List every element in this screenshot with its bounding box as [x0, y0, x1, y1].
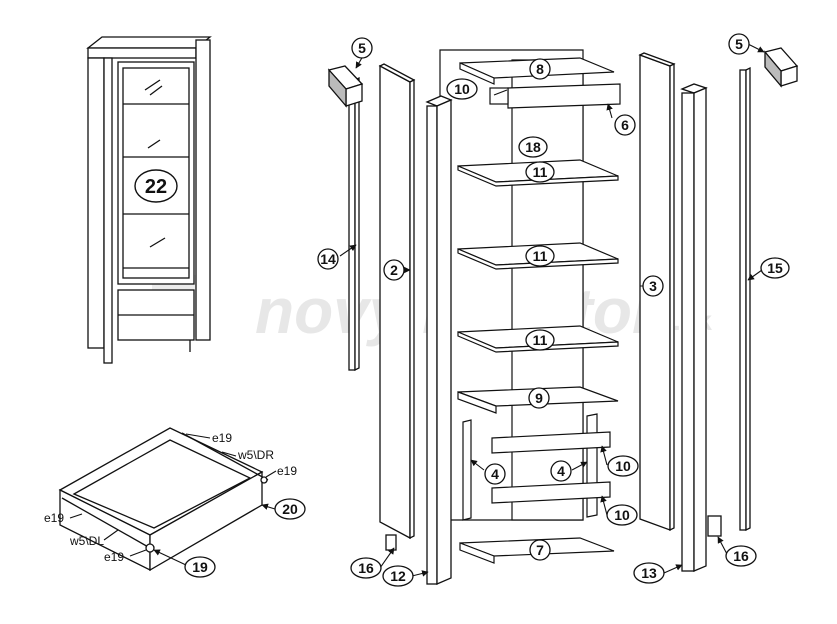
- callout-6: 6: [614, 114, 636, 136]
- callout-11-a: 11: [525, 161, 555, 183]
- callout-5-left: 5: [351, 37, 373, 59]
- callout-11-c: 11: [525, 329, 555, 351]
- label-16-left: 16: [358, 560, 374, 576]
- callout-15: 15: [760, 257, 790, 279]
- callout-9: 9: [528, 387, 550, 409]
- hardware-w5dr: w5\DR: [237, 448, 274, 462]
- callout-16-right: 16: [725, 545, 757, 567]
- callout-5-right: 5: [728, 33, 750, 55]
- pillar-13: [680, 83, 708, 572]
- label-15: 15: [767, 260, 783, 276]
- label-11-c: 11: [533, 332, 548, 348]
- callout-11-b: 11: [525, 245, 555, 267]
- callout-14: 14: [317, 248, 339, 270]
- callout-12: 12: [382, 565, 414, 587]
- callout-22: 22: [134, 169, 178, 203]
- cap-5-left: [327, 65, 364, 108]
- pillar-12: [425, 95, 453, 585]
- callout-10-top: 10: [446, 78, 478, 100]
- callout-20: 20: [274, 498, 306, 520]
- side-panel-3: [638, 52, 676, 532]
- hardware-w5dl: w5\DL: [69, 534, 104, 548]
- label-10-low: 10: [614, 507, 630, 523]
- assembled-cabinet: [86, 36, 212, 364]
- label-10-top: 10: [454, 81, 470, 97]
- label-8: 8: [536, 61, 544, 77]
- label-5-right: 5: [735, 36, 743, 52]
- callout-3: 3: [642, 275, 664, 297]
- label-20: 20: [282, 501, 298, 517]
- label-18: 18: [525, 139, 541, 155]
- callout-4-right: 4: [550, 460, 572, 482]
- callout-16-left: 16: [350, 557, 382, 579]
- callout-13: 13: [633, 562, 665, 584]
- hardware-e19-a: e19: [212, 431, 232, 445]
- callout-2: 2: [383, 259, 405, 281]
- foot-16-left: [385, 534, 397, 551]
- label-3: 3: [649, 278, 657, 294]
- label-11-a: 11: [533, 164, 548, 180]
- side-panel-2: [378, 63, 416, 540]
- label-9: 9: [535, 390, 543, 406]
- callout-10-mid: 10: [607, 455, 639, 477]
- label-6: 6: [621, 117, 629, 133]
- callout-7: 7: [529, 539, 551, 561]
- label-14: 14: [320, 251, 336, 267]
- callouts: 5 5 8 10 6 18 11 11 11 9 14 2 3 15 4 4 1…: [184, 33, 790, 587]
- hardware-e19-c: e19: [44, 511, 64, 525]
- label-22: 22: [145, 176, 167, 198]
- label-10-mid: 10: [615, 458, 631, 474]
- label-7: 7: [536, 542, 544, 558]
- leader-lines: [69, 43, 765, 577]
- hardware-e19-b: e19: [277, 464, 297, 478]
- callout-18: 18: [518, 136, 548, 158]
- hardware-e19-d: e19: [104, 550, 124, 564]
- label-16-right: 16: [733, 548, 749, 564]
- rail-6: [489, 83, 621, 109]
- hardware-labels: e19 w5\DR e19 e19 w5\DL e19: [44, 431, 297, 564]
- callout-19: 19: [184, 556, 216, 578]
- strip-14: [348, 76, 360, 372]
- label-11-b: 11: [533, 248, 548, 264]
- label-4-right: 4: [557, 463, 565, 479]
- cap-5-right: [763, 47, 799, 88]
- label-2: 2: [390, 262, 398, 278]
- drawer: [58, 427, 269, 572]
- callout-10-low: 10: [606, 504, 638, 526]
- label-12: 12: [390, 568, 406, 584]
- foot-16-right: [707, 515, 722, 537]
- strip-15: [739, 66, 751, 532]
- callout-4-left: 4: [484, 463, 506, 485]
- rails-10: [491, 431, 611, 504]
- label-5-left: 5: [358, 40, 366, 56]
- label-13: 13: [641, 565, 657, 581]
- label-4-left: 4: [491, 466, 499, 482]
- label-19: 19: [192, 559, 208, 575]
- callout-8: 8: [529, 58, 551, 80]
